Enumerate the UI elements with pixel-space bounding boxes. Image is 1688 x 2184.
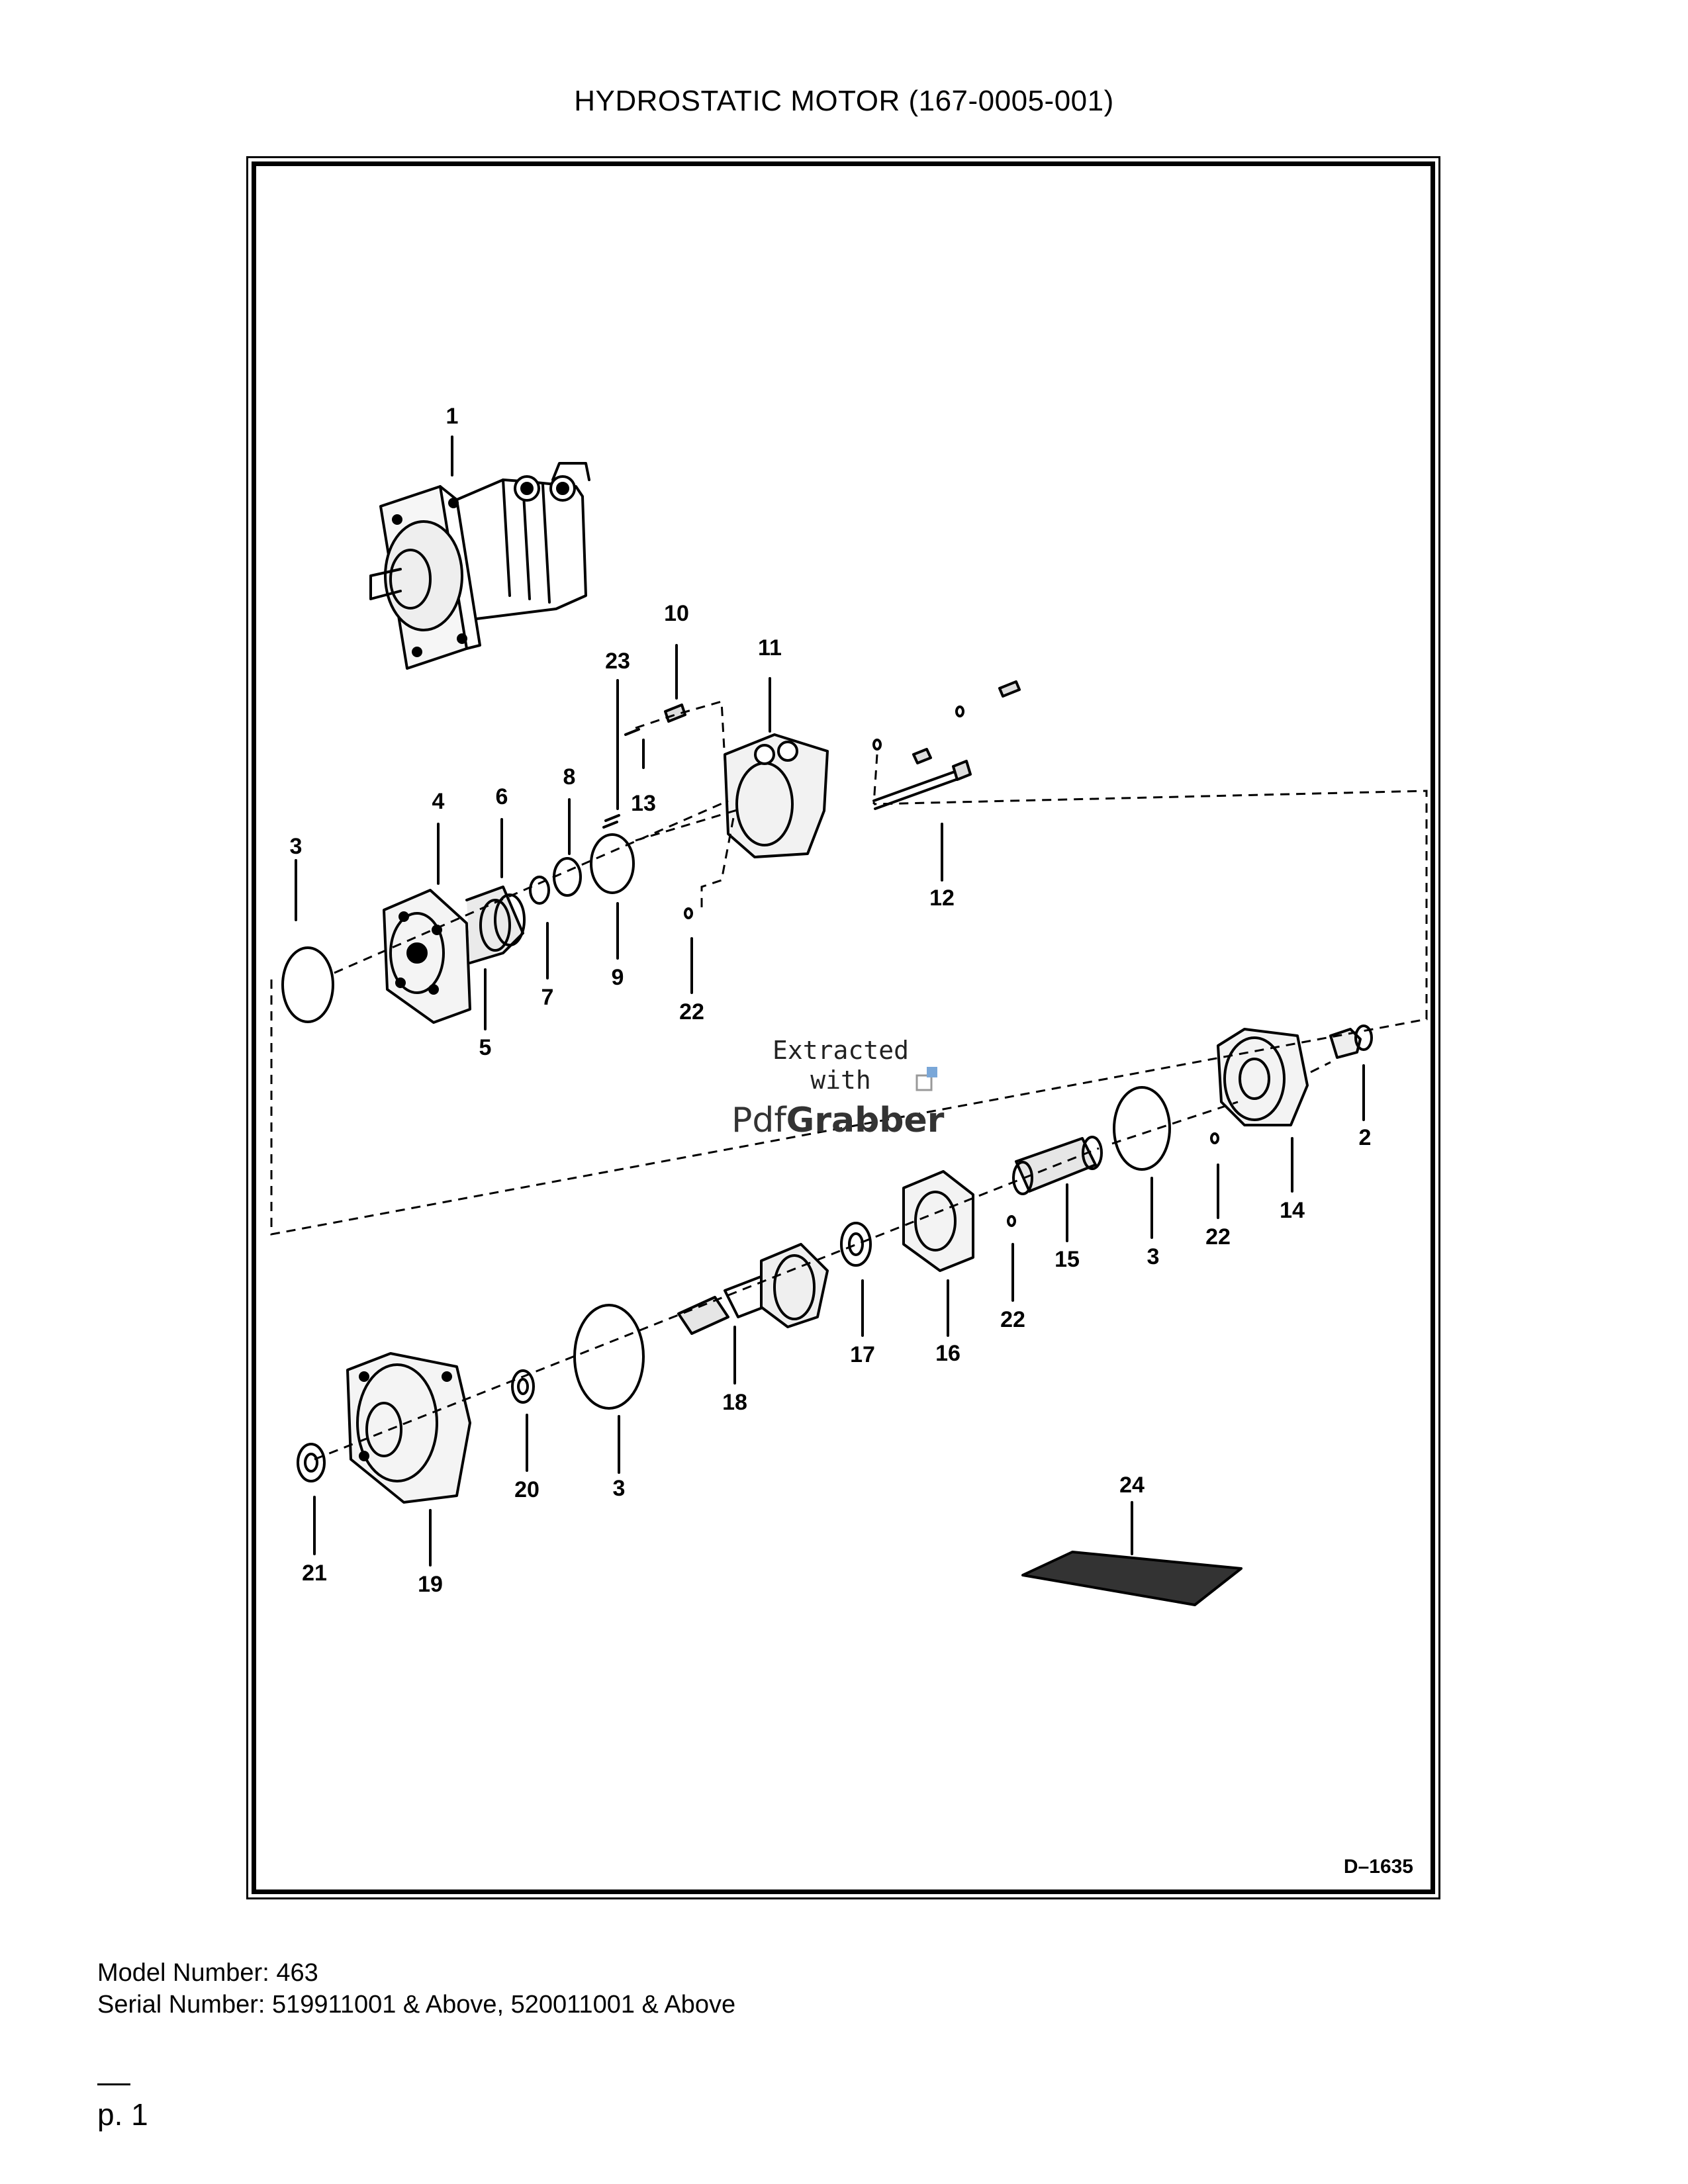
- part-12-bolt: [872, 680, 1021, 882]
- part-16-bearing-plate: [902, 1170, 974, 1337]
- page-number: p. 1: [97, 2097, 148, 2132]
- callout-20: 20: [514, 1477, 539, 1502]
- callout-22-b: 22: [1205, 1224, 1231, 1250]
- part-8-ring: [553, 798, 582, 897]
- part-21-dust-seal: [297, 1443, 326, 1555]
- part-7-washer: [529, 876, 550, 979]
- model-number: Model Number: 463: [97, 1959, 318, 1987]
- part-22-pin-upper: [684, 907, 693, 994]
- diagram-frame-inner: [252, 161, 1435, 1894]
- callout-22-a: 22: [679, 999, 704, 1024]
- part-22-pin-right: [1210, 1132, 1219, 1219]
- watermark-line2: with: [810, 1066, 871, 1095]
- watermark-icon: [915, 1074, 933, 1091]
- part-2-plug: [1329, 1024, 1373, 1121]
- callout-3-b: 3: [1147, 1244, 1160, 1269]
- watermark-icon-accent: [927, 1067, 937, 1077]
- callout-1: 1: [446, 404, 459, 429]
- part-24-decal: [1021, 1501, 1243, 1606]
- callout-24: 24: [1119, 1473, 1145, 1498]
- callout-6: 6: [496, 784, 508, 809]
- callout-4: 4: [432, 789, 445, 814]
- page-title: HYDROSTATIC MOTOR (167-0005-001): [574, 85, 1114, 117]
- part-6-bearing-seal: [465, 818, 526, 964]
- part-22-pin-mid: [1007, 1215, 1016, 1302]
- callout-19: 19: [418, 1572, 443, 1597]
- callout-9: 9: [612, 965, 624, 990]
- serial-number: Serial Number: 519911001 & Above, 520011…: [97, 1991, 736, 2019]
- part-17-bearing: [840, 1222, 872, 1337]
- part-18-output-shaft: [677, 1243, 829, 1385]
- part-3-oring-lower: [573, 1304, 645, 1474]
- part-20-seal: [511, 1369, 535, 1472]
- part-10-plug: [664, 644, 686, 723]
- page-rule: [97, 2083, 130, 2085]
- watermark-line1: Extracted: [773, 1036, 909, 1065]
- callout-10: 10: [664, 601, 689, 626]
- callout-5: 5: [479, 1035, 492, 1060]
- watermark: Extracted with PdfGrabber: [731, 1036, 945, 1140]
- callout-13: 13: [631, 791, 656, 816]
- part-3-oring-right: [1113, 1086, 1171, 1239]
- callout-15: 15: [1055, 1247, 1080, 1272]
- part-3-oring-upper: [281, 859, 334, 1023]
- callout-22-c: 22: [1000, 1307, 1025, 1332]
- part-13-pin: [624, 728, 645, 769]
- callout-12: 12: [929, 886, 955, 911]
- part-11-end-cap: [724, 677, 829, 858]
- callout-2: 2: [1359, 1125, 1372, 1150]
- callout-3-a: 3: [290, 834, 303, 859]
- callout-21: 21: [302, 1561, 327, 1586]
- drawing-code: D–1635: [1344, 1856, 1413, 1878]
- callout-3-c: 3: [613, 1476, 626, 1501]
- callout-7: 7: [541, 985, 554, 1010]
- part-19-front-housing: [346, 1352, 471, 1567]
- diagram-frame: [246, 156, 1440, 1899]
- callout-11: 11: [758, 635, 782, 660]
- part-4-5-housing: [383, 823, 487, 1030]
- watermark-brand: PdfGrabber: [731, 1101, 945, 1140]
- callout-23: 23: [605, 649, 630, 674]
- callout-14: 14: [1280, 1198, 1305, 1223]
- part-14-gerotor: [1217, 1028, 1309, 1193]
- callout-8: 8: [563, 764, 576, 790]
- part-1-motor-assembly: [369, 435, 590, 670]
- callout-17: 17: [850, 1342, 875, 1367]
- part-9-oring: [590, 833, 635, 960]
- callout-16: 16: [935, 1341, 961, 1366]
- callout-18: 18: [722, 1390, 747, 1415]
- part-23-pin: [602, 679, 620, 829]
